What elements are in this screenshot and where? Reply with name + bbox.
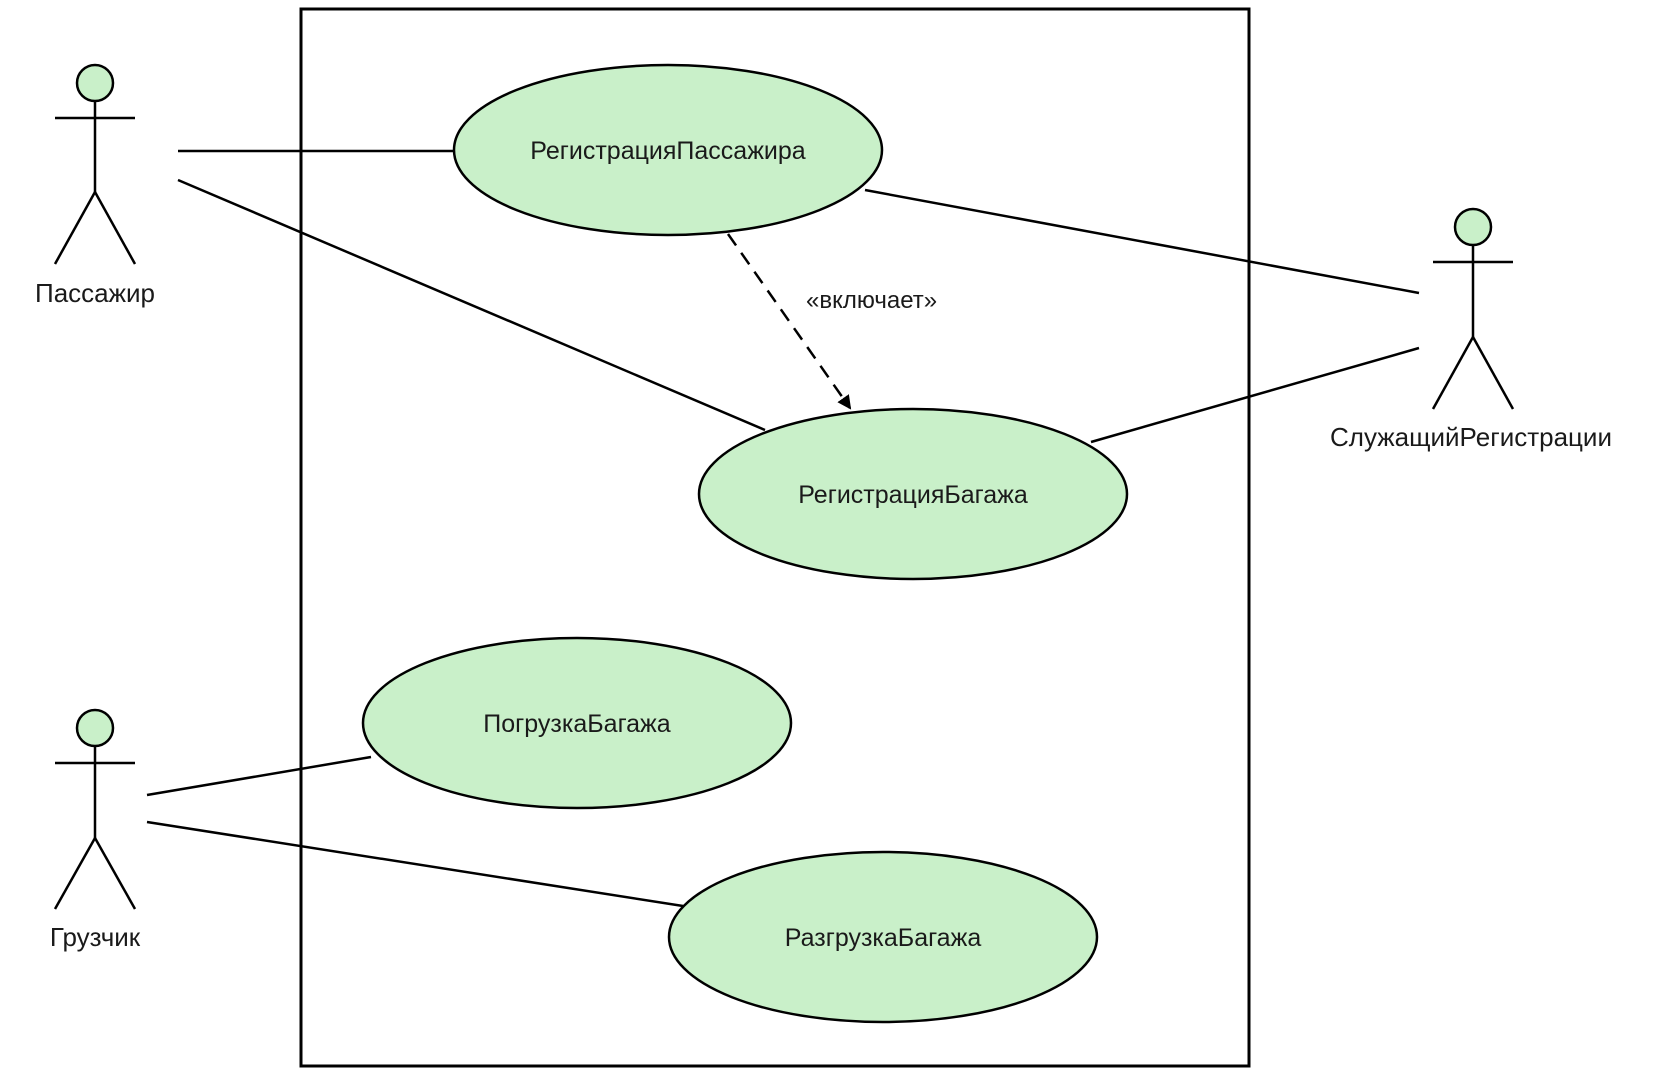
include-dependency-arrow [726,233,852,410]
actor-loader[interactable]: Грузчик [50,708,141,952]
association-loader-baggage-unloading [146,820,684,908]
actor-passenger[interactable]: Пассажир [35,63,155,308]
actor-head-icon [75,708,115,748]
use-case-label: РегистрацияПассажира [530,137,806,165]
association-clerk-passenger-checkin [864,188,1420,295]
use-case-baggage-loading[interactable]: ПогрузкаБагажа [361,636,793,810]
actor-left-leg [53,837,97,910]
actor-left-leg [1431,336,1475,410]
use-case-passenger-checkin[interactable]: РегистрацияПассажира [452,63,884,237]
use-case-ellipse [452,63,884,237]
use-case-ellipse [697,407,1129,581]
association-loader-baggage-loading [146,755,372,797]
system-boundary [299,7,1251,1068]
use-case-label: ПогрузкаБагажа [483,710,670,738]
actor-head-icon [1453,207,1493,247]
use-case-ellipse [361,636,793,810]
actor-label: Грузчик [50,922,141,952]
actor-head-icon [75,63,115,103]
use-case-label: РегистрацияБагажа [798,481,1028,509]
actor-right-leg [93,837,137,910]
actor-check-in-clerk[interactable]: СлужащийРегистрации [1330,207,1612,452]
use-case-label: РазгрузкаБагажа [785,924,982,952]
association-clerk-baggage-checkin [1090,346,1420,444]
actor-left-leg [53,191,97,265]
actor-right-leg [93,191,137,265]
actor-label: СлужащийРегистрации [1330,422,1612,452]
use-case-baggage-unloading[interactable]: РазгрузкаБагажа [667,850,1099,1024]
include-stereotype-label: «включает» [806,287,937,314]
actor-right-leg [1471,336,1515,410]
use-case-ellipse [667,850,1099,1024]
use-case-baggage-checkin[interactable]: РегистрацияБагажа [697,407,1129,581]
actor-label: Пассажир [35,278,155,308]
association-passenger-baggage-checkin [177,178,766,432]
